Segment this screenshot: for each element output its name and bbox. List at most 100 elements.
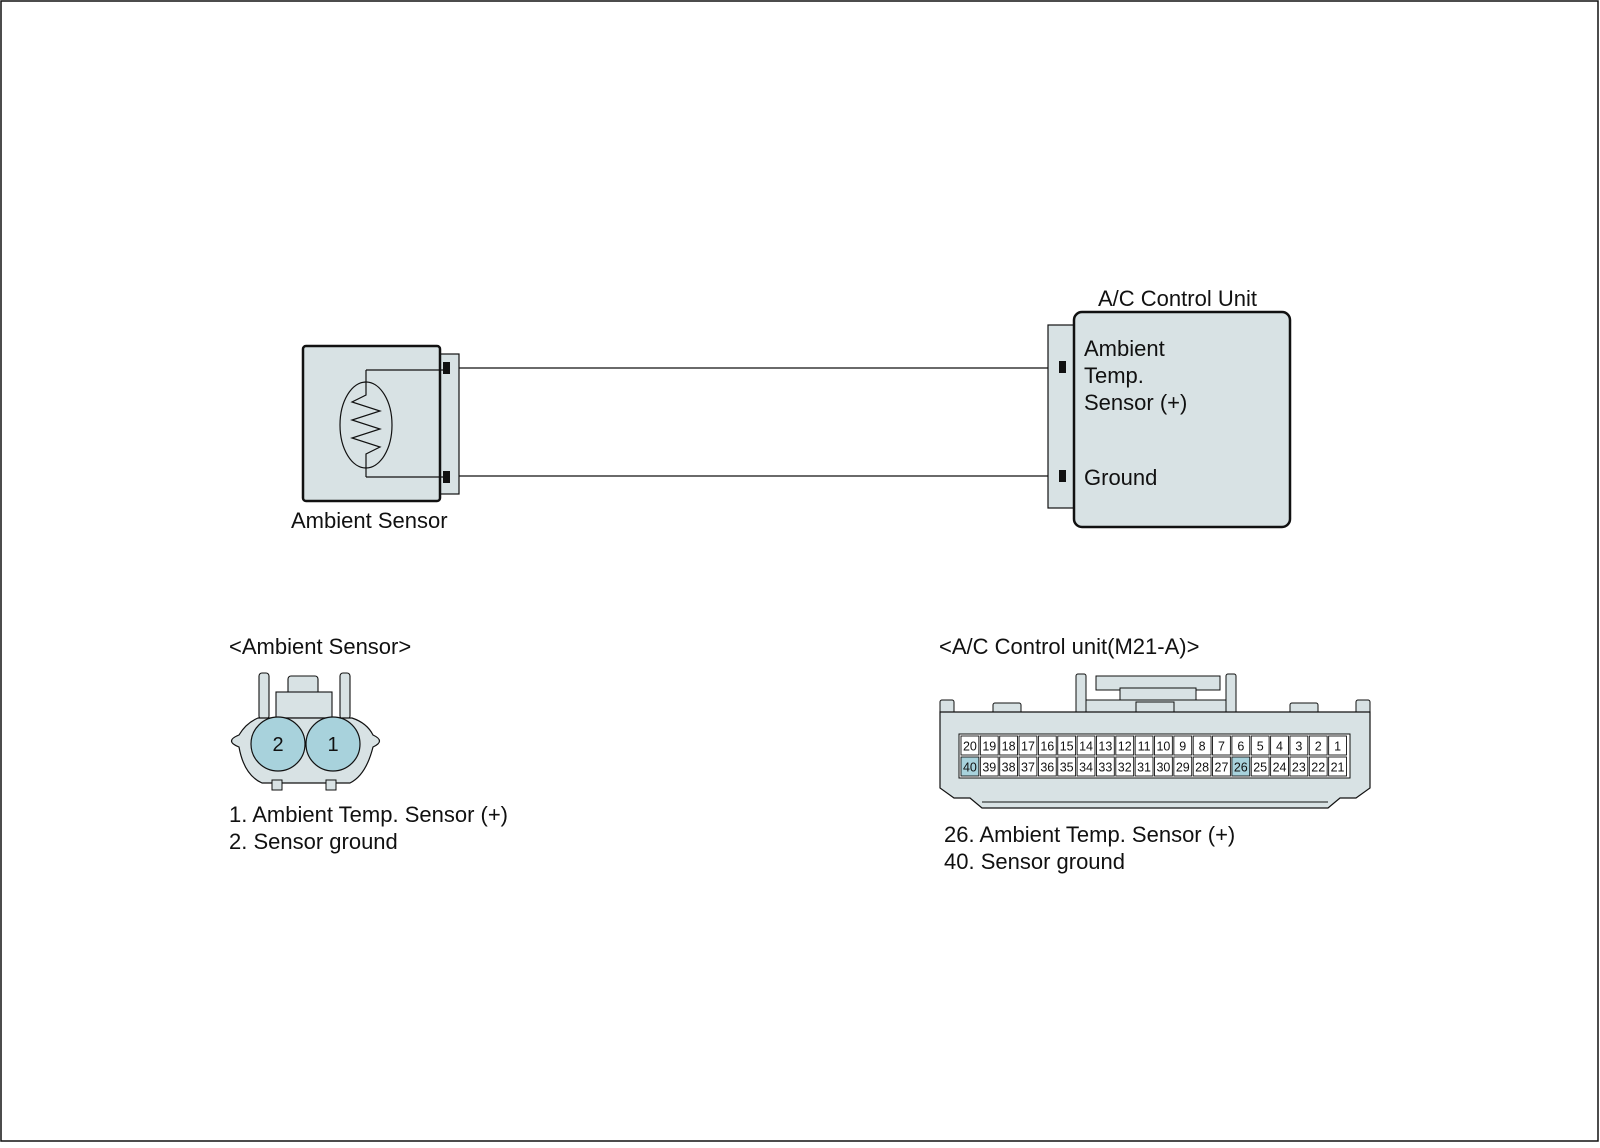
- connector-pin-number: 18: [1002, 740, 1016, 754]
- connector-pin-cell: [999, 735, 1019, 756]
- connector-pin-number: 9: [1179, 740, 1186, 754]
- connector-pin-cell: [1328, 735, 1347, 756]
- ambient-connector-legend-1: 1. Ambient Temp. Sensor (+): [229, 802, 508, 827]
- connector-pin-number: 8: [1199, 740, 1206, 754]
- connector-pin-number: 29: [1176, 761, 1190, 775]
- connector-pin-number: 11: [1138, 740, 1151, 754]
- connector-lock-base: [275, 691, 333, 719]
- pin-label-ambient-line-2: Temp.: [1084, 363, 1144, 388]
- connector-pin-cell: [960, 735, 980, 756]
- connector-pin-cell: [1308, 756, 1328, 777]
- ambient-sensor-body: [301, 344, 442, 503]
- connector-pin-number: 30: [1156, 761, 1170, 775]
- connector-pin-cell: [1076, 756, 1096, 777]
- connector-pin-cell: [1018, 756, 1038, 777]
- connector-pin-number: 21: [1331, 761, 1345, 775]
- connector-pin-number: 26: [1234, 761, 1248, 775]
- pin-number: 2: [272, 734, 283, 756]
- connector-pin-cell: [979, 756, 999, 777]
- pin-label-ground: Ground: [1084, 465, 1157, 490]
- connector-pin-cell: [1115, 735, 1135, 756]
- connector-pin-number: 34: [1079, 761, 1093, 775]
- connector-pin-number: 14: [1079, 740, 1093, 754]
- connector-pin-cell: [1289, 735, 1309, 756]
- connector-pin-cell: [1115, 756, 1135, 777]
- connector-pin-number: 32: [1118, 761, 1132, 775]
- connector-pin-cell: [1173, 735, 1193, 756]
- connector-pin-number: 24: [1273, 761, 1287, 775]
- pin-label-ambient-line-3: Sensor (+): [1084, 390, 1187, 415]
- ac-control-unit-body: [1072, 310, 1292, 529]
- connector-pin-cell: [1289, 756, 1309, 777]
- ambient-connector-pin-2: [250, 716, 306, 772]
- connector-pin-cell: [1173, 756, 1193, 777]
- latch-post-right: [1225, 673, 1237, 715]
- connector-pin-number: 3: [1295, 740, 1302, 754]
- connector-pin-number: 10: [1156, 740, 1170, 754]
- connector-pin-cell: [1308, 735, 1328, 756]
- connector-pin-number: 17: [1021, 740, 1035, 754]
- connector-pin-cell: [1037, 735, 1057, 756]
- connector-pin-number: 4: [1276, 740, 1283, 754]
- connector-pin-cell: [1018, 735, 1038, 756]
- connector-pin-cell: [1250, 756, 1270, 777]
- connector-pin-cell: [1057, 735, 1077, 756]
- ac-unit-terminal-ground: [1059, 470, 1066, 482]
- connector-pin-cell: [1192, 735, 1212, 756]
- connector-pin-number: 37: [1021, 761, 1035, 775]
- connector-pin-number: 33: [1098, 761, 1112, 775]
- connector-pin-number: 20: [963, 740, 977, 754]
- connector-pin-cell: [1270, 735, 1289, 756]
- pin-label-ambient-line-1: Ambient: [1084, 336, 1165, 361]
- ac-connector-legend-2: 40. Sensor ground: [944, 849, 1125, 874]
- thermistor-resistor-icon: [350, 370, 382, 477]
- connector-pin-number: 35: [1060, 761, 1074, 775]
- ac-connector-title: <A/C Control unit(M21-A)>: [939, 634, 1199, 659]
- connector-pin-cell: [1250, 735, 1270, 756]
- connector-pin-number: 22: [1311, 761, 1325, 775]
- connector-pin-number: 2: [1315, 740, 1322, 754]
- connector-pin-cell: [1212, 756, 1231, 777]
- connector-pin-number: 25: [1253, 761, 1267, 775]
- housing-foot-left: [271, 779, 283, 791]
- connector-pin-number: 6: [1237, 740, 1244, 754]
- ambient-sensor-label: Ambient Sensor: [291, 508, 448, 533]
- sensor-terminal-2: [443, 471, 450, 483]
- ambient-sensor-connector-view: <Ambient Sensor> 2 1 1. Ambient Temp. Se…: [229, 634, 508, 854]
- ambient-connector-legend-2: 2. Sensor ground: [229, 829, 398, 854]
- connector-pin-cell: [1212, 735, 1231, 756]
- ambient-connector-title: <Ambient Sensor>: [229, 634, 411, 659]
- connector-pin-number: 39: [982, 761, 996, 775]
- connector-pin-number: 40: [963, 761, 977, 775]
- connector-pin-cell: [1134, 756, 1154, 777]
- connector-pin-number: 15: [1060, 740, 1074, 754]
- ac-control-unit: A/C Control Unit Ambient Temp. Sensor (+…: [1047, 286, 1292, 529]
- ac-unit-terminal-ambient: [1059, 361, 1066, 373]
- connector-pin-number: 19: [982, 740, 996, 754]
- connector-pin-cell: [1076, 735, 1096, 756]
- connector-pin-cell: [1231, 756, 1251, 777]
- connector-pin-number: 38: [1002, 761, 1016, 775]
- connector-pin-number: 7: [1218, 740, 1225, 754]
- sensor-terminal-1: [443, 362, 450, 374]
- connector-pin-cell: [1192, 756, 1212, 777]
- connector-guide-left: [258, 672, 270, 720]
- connector-pin-number: 1: [1334, 740, 1341, 754]
- ambient-sensor: Ambient Sensor: [291, 344, 460, 533]
- connector-pin-cell: [1231, 735, 1251, 756]
- connector-pin-number: 23: [1292, 761, 1306, 775]
- connector-pin-cell: [960, 756, 980, 777]
- connector-pin-cell: [1328, 756, 1347, 777]
- connector-pin-number: 36: [1040, 761, 1054, 775]
- connector-pin-number: 31: [1137, 761, 1151, 775]
- ambient-connector-pin-1: [305, 716, 361, 772]
- connector-pin-cell: [1154, 756, 1173, 777]
- connector-pin-cell: [979, 735, 999, 756]
- connector-pin-cell: [1270, 756, 1289, 777]
- housing-foot-right: [325, 779, 337, 791]
- connector-pin-cell: [1057, 756, 1077, 777]
- pin-number: 1: [327, 734, 338, 756]
